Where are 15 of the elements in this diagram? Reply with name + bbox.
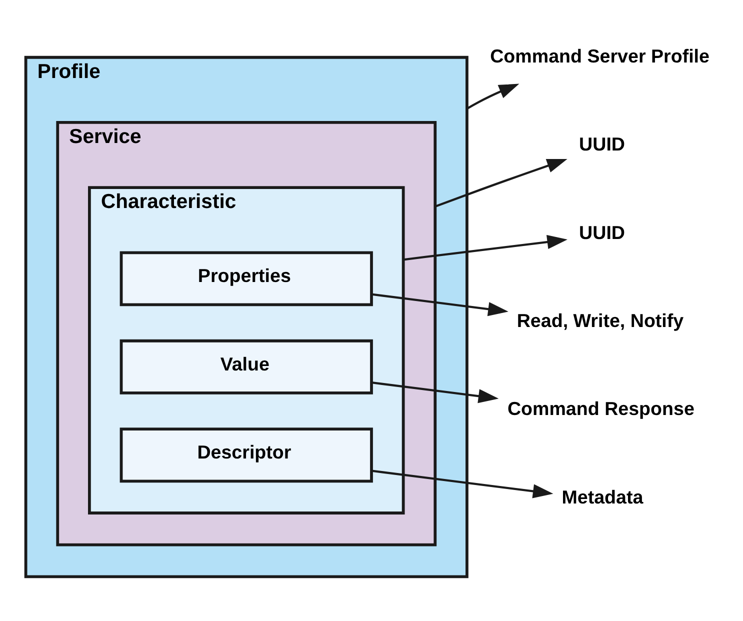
arrow [372,382,499,404]
arrow [434,158,568,208]
node-box: Value [120,339,373,394]
arrow [403,234,568,261]
node-text: Command Server Profile [490,45,710,66]
arrow [372,470,554,498]
node-box: Descriptor [120,428,373,483]
node-box: Properties [120,251,373,306]
arrow [372,293,508,316]
node-text: UUID [579,222,626,243]
node-text: Metadata [562,486,644,508]
node-text: UUID [579,134,626,155]
node-text: Read, Write, Notify [516,310,684,331]
node-text: Command Response [507,398,694,420]
arrow [466,84,520,110]
